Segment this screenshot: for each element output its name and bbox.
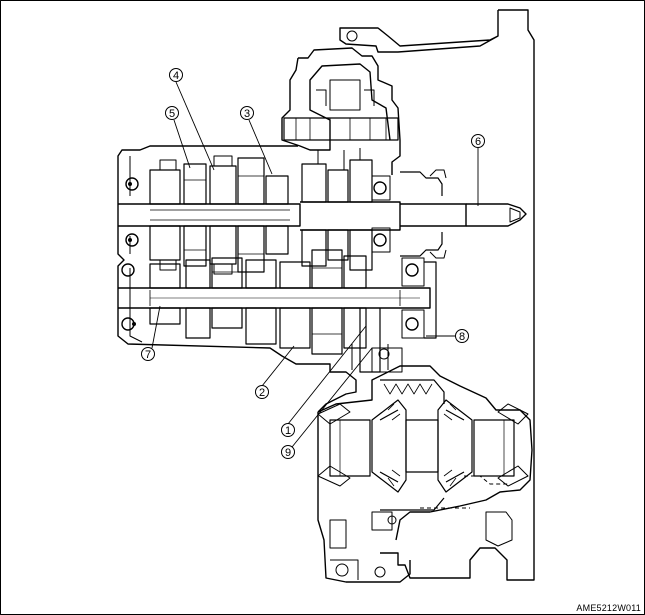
callout-2: 2: [255, 385, 269, 399]
callout-9: 9: [281, 445, 295, 459]
callout-4: 4: [169, 68, 183, 82]
bearing-ball: [125, 233, 139, 247]
callout-4-label: 4: [173, 70, 179, 82]
callout-8: 8: [455, 329, 469, 343]
callout-6: 6: [471, 134, 485, 148]
callout-3: 3: [240, 106, 254, 120]
callout-7: 7: [141, 347, 155, 361]
gear-cluster-right: [301, 148, 373, 271]
callout-7-label: 7: [145, 349, 151, 361]
bearing-ball: [373, 233, 387, 247]
bearing-ball: [405, 263, 419, 277]
gear-cluster-upper: [149, 155, 289, 275]
callout-leaders: [151, 81, 479, 453]
bearing-ball: [125, 177, 139, 191]
callout-1: 1: [281, 423, 295, 437]
callout-5: 5: [165, 106, 179, 120]
callout-5-label: 5: [169, 108, 175, 120]
callout-3-label: 3: [244, 108, 250, 120]
bearing-ball: [373, 181, 387, 195]
callout-markers: 1 2 3 4 5 6 7 8: [141, 68, 485, 459]
callout-2-label: 2: [259, 387, 265, 399]
bearing-ball: [121, 263, 135, 277]
callout-9-label: 9: [285, 447, 291, 459]
differential-gears: [329, 399, 515, 493]
clutch-housing: [339, 9, 535, 581]
callout-1-label: 1: [285, 425, 291, 437]
secondary-shaft: [118, 287, 431, 309]
differential-housing: [317, 365, 533, 583]
transmission-case: [117, 145, 357, 413]
reverse-gear-housing: [281, 47, 401, 175]
bearing-ball: [405, 317, 419, 331]
gear-cluster-lower: [149, 249, 367, 355]
callout-6-label: 6: [475, 136, 481, 148]
figure-reference-code: AME5212W011: [576, 603, 641, 613]
callout-8-label: 8: [459, 331, 465, 343]
final-gear: [380, 379, 445, 511]
reverse-gear: [283, 117, 399, 141]
